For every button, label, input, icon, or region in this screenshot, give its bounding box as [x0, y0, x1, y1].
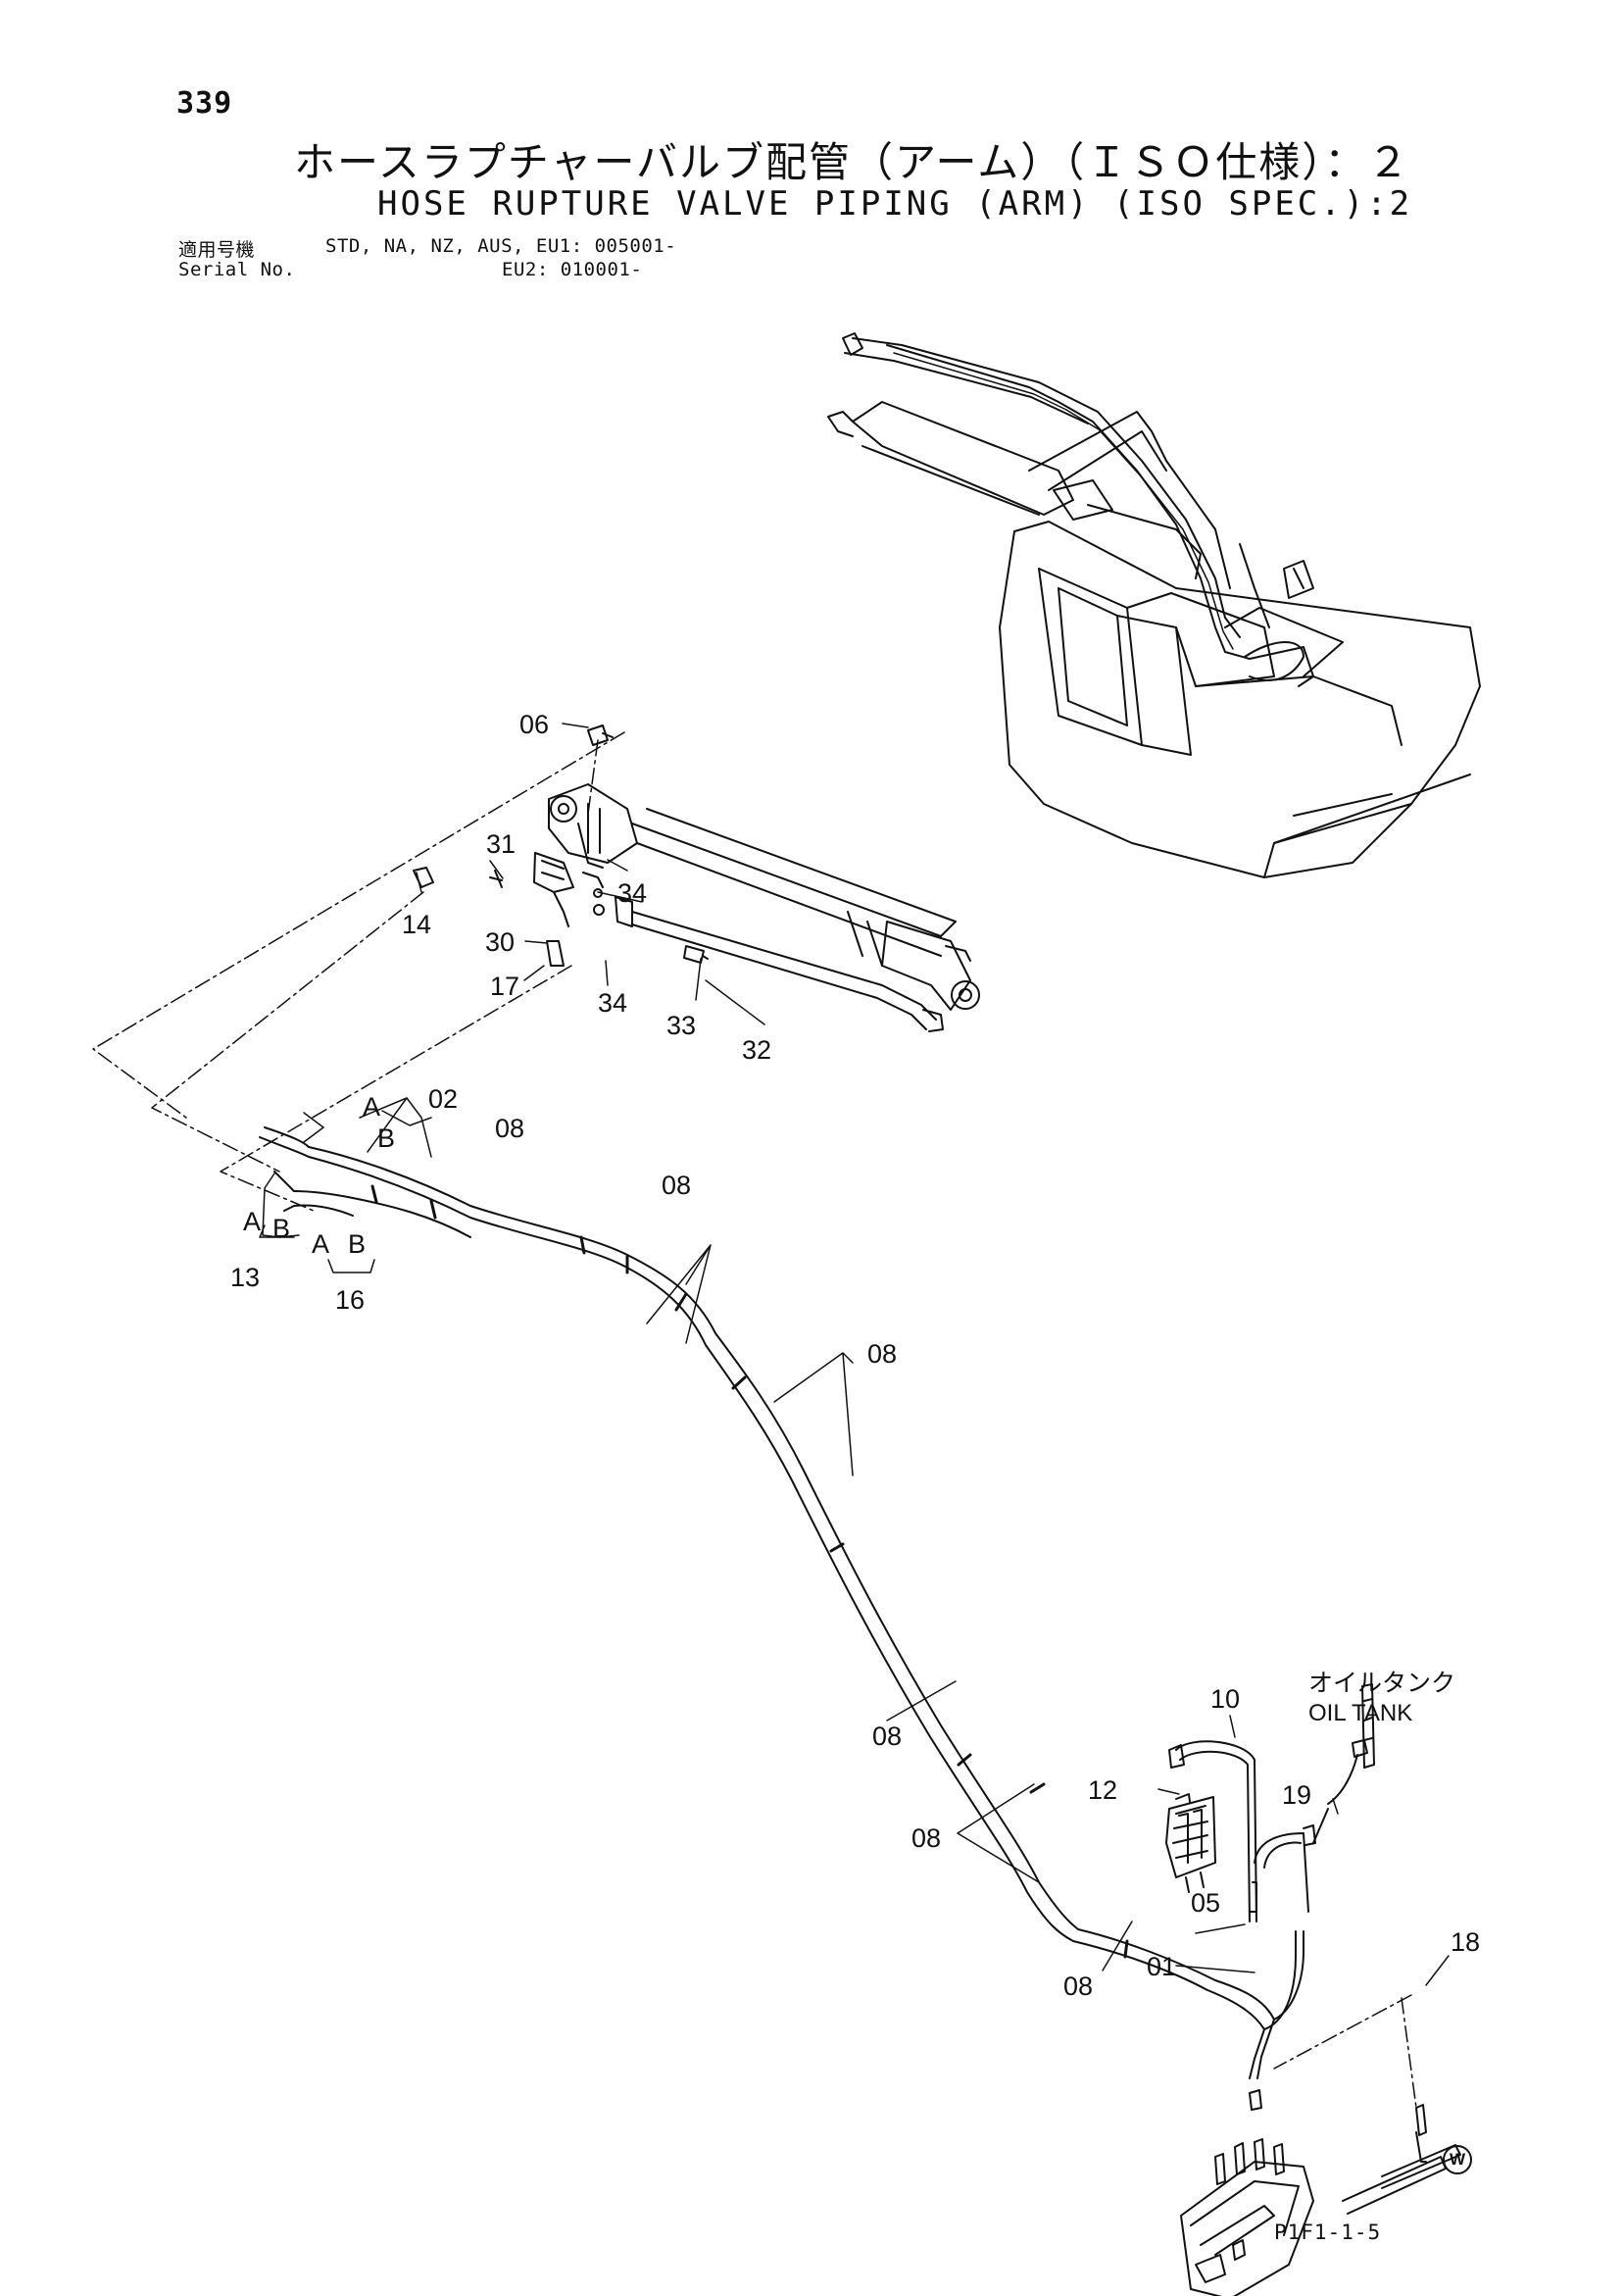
oil-tank-label-en: OIL TANK [1308, 1700, 1412, 1726]
hose-route [259, 1126, 1304, 2079]
callout-30: 30 [485, 927, 515, 957]
callout-08-a: 08 [495, 1114, 524, 1143]
label-a-13: A [243, 1207, 261, 1236]
callout-34b: 34 [598, 988, 627, 1018]
page-title-jp: ホースラプチャーバルブ配管（アーム）（ＩＳＯ仕様）：２ [294, 138, 1411, 186]
arm-cylinder-illustration [413, 724, 980, 1032]
serial-line-1: STD, NA, NZ, AUS, EU1: 005001- [325, 235, 677, 257]
callout-14: 14 [402, 910, 431, 939]
callout-08-c: 08 [867, 1339, 897, 1369]
callout-19: 19 [1282, 1780, 1311, 1810]
callout-08-f: 08 [1063, 1972, 1093, 2001]
callout-32: 32 [742, 1035, 771, 1065]
callout-18: 18 [1451, 1927, 1480, 1957]
label-a-16: A [312, 1229, 329, 1259]
callout-08-e: 08 [911, 1823, 941, 1853]
callout-01: 01 [1147, 1952, 1176, 1981]
callout-13: 13 [230, 1263, 260, 1292]
callout-labels: 06 31 14 30 17 34 34 33 32 02 08 08 13 1… [230, 710, 1480, 2001]
callout-05: 05 [1191, 1888, 1220, 1918]
figure-code: P1F1-1-5 [1274, 2221, 1382, 2244]
callout-10: 10 [1210, 1684, 1240, 1714]
label-b-16: B [348, 1229, 366, 1259]
serial-label: Serial No. [178, 259, 296, 280]
callout-02: 02 [428, 1084, 458, 1114]
callout-08-b: 08 [662, 1171, 691, 1200]
excavator-overview-illustration [827, 332, 1481, 878]
oil-tank-fittings [1165, 1683, 1461, 2215]
oil-tank-label-jp: オイルタンク [1308, 1669, 1455, 1697]
callout-31: 31 [486, 829, 516, 859]
callout-34a: 34 [617, 878, 647, 908]
w-mark-icon: W [1443, 2145, 1472, 2174]
callout-12: 12 [1088, 1775, 1117, 1805]
callout-08-d: 08 [872, 1722, 902, 1751]
serial-line-2: EU2: 010001- [502, 259, 643, 280]
callout-16: 16 [335, 1285, 365, 1315]
callout-06: 06 [519, 710, 549, 739]
applicable-label-jp: 適用号機 [178, 239, 256, 261]
label-a-02: A [363, 1092, 380, 1122]
callout-17: 17 [490, 972, 519, 1001]
page-title-en: HOSE RUPTURE VALVE PIPING (ARM) (ISO SPE… [377, 184, 1413, 224]
page-number: 339 [176, 86, 233, 121]
label-b-02: B [377, 1123, 395, 1153]
callout-33: 33 [666, 1011, 696, 1040]
label-b-13: B [272, 1214, 290, 1243]
control-valve-illustration [1180, 2089, 1314, 2296]
